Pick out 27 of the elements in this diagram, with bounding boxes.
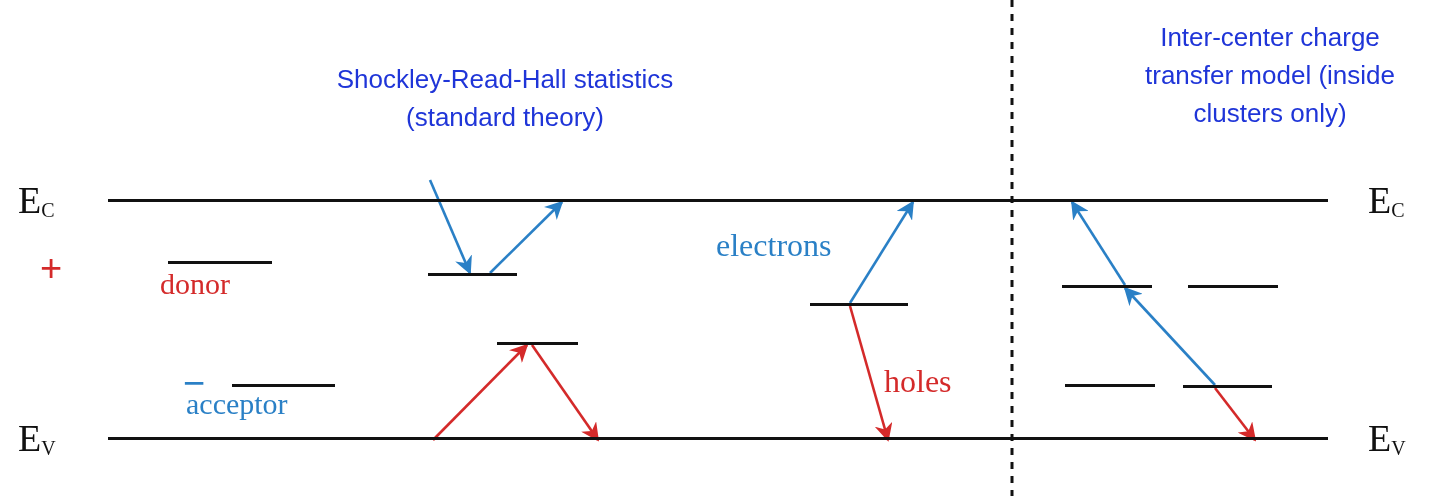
arrow — [428, 179, 472, 275]
arrow — [848, 305, 893, 442]
energy-level-line — [1188, 285, 1278, 288]
section-heading: Inter-center charge transfer model (inside clusters only) — [1144, 21, 1396, 130]
section-heading: Shockley-Read-Hall statistics (standard theory) — [335, 63, 675, 134]
arrow — [1123, 286, 1216, 386]
energy-level-line — [232, 384, 335, 387]
energy-level-line — [1062, 285, 1152, 288]
energy-level-line — [1183, 385, 1272, 388]
arrow — [1213, 387, 1257, 442]
band-symbol: E$_{C}$ — [18, 180, 55, 223]
energy-level-line — [428, 273, 517, 276]
arrow — [1070, 200, 1127, 286]
band-symbol: E$_{V}$ — [1368, 418, 1406, 461]
band-symbol: E$_{C}$ — [1368, 180, 1405, 223]
level-label: donor — [160, 268, 230, 300]
energy-level-line — [1065, 384, 1155, 387]
energy-level-line — [810, 303, 908, 306]
band-edge-line — [108, 199, 1328, 202]
energy-level-line — [168, 261, 272, 264]
arrow — [489, 200, 564, 274]
energy-level-line — [497, 342, 578, 345]
band-symbol: E$_{V}$ — [18, 418, 56, 461]
arrow — [530, 344, 600, 442]
arrow — [848, 200, 915, 304]
charge-sign: + — [40, 248, 63, 288]
band-edge-line — [108, 437, 1328, 440]
